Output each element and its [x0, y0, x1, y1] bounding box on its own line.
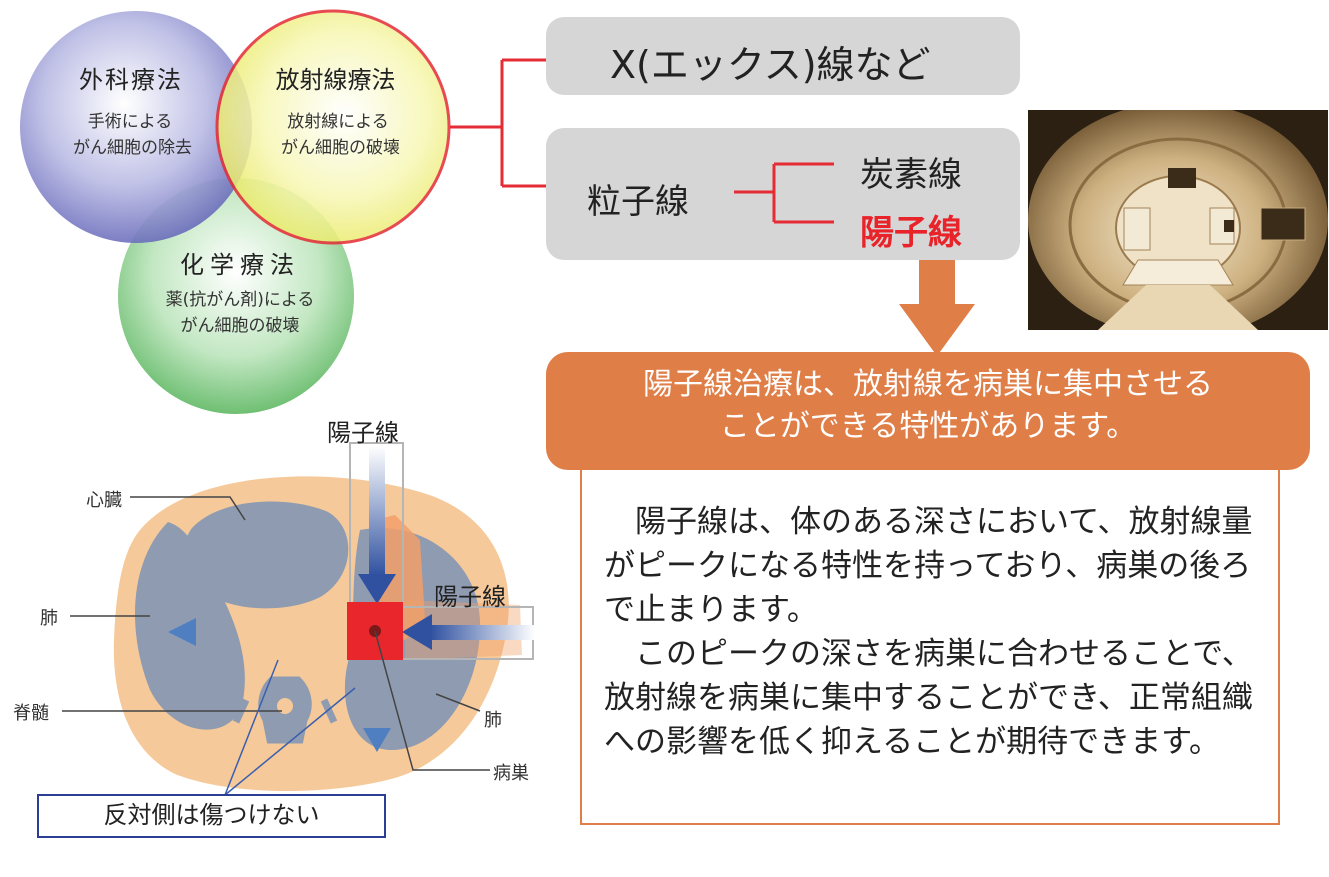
xray-box — [546, 17, 1020, 95]
chemo-sub1: 薬(抗がん剤)による — [165, 290, 315, 310]
proton-label: 陽子線 — [860, 213, 962, 253]
explanation-paragraph-1: 陽子線は、体のある深さにおいて、放射線量がピークになる特性を持っており、病巣の後… — [604, 504, 1253, 628]
surgery-sub1: 手術による — [87, 112, 173, 132]
proton-summary-banner: 陽子線治療は、放射線を病巣に集中させる ことができる特性があります。 — [546, 352, 1310, 470]
beam-top-label: 陽子線 — [327, 419, 399, 447]
radiation-title: 放射線療法 — [275, 66, 396, 94]
spinal-cord-label: 脊髄 — [13, 703, 49, 724]
down-arrow — [899, 260, 975, 356]
carbon-label: 炭素線 — [860, 155, 962, 195]
therapy-venn-diagram — [20, 9, 451, 414]
explanation-paragraph-2: このピークの深さを病巣に合わせることで、放射線を病巣に集中することができ、正常組… — [604, 636, 1253, 760]
heart-label: 心臓 — [86, 490, 122, 511]
opposite-side-label: 反対側は傷つけない — [103, 801, 320, 829]
opposite-side-box: 反対側は傷つけない — [37, 794, 386, 838]
chemo-title: 化学療法 — [180, 251, 300, 279]
surgery-sub2: がん細胞の除去 — [73, 138, 192, 158]
banner-line-2: ことができる特性があります。 — [719, 409, 1137, 444]
lung-left-label: 肺 — [40, 608, 58, 629]
heart-shape — [184, 501, 349, 609]
particle-label: 粒子線 — [587, 182, 689, 222]
treatment-room-photo — [1028, 110, 1328, 330]
lesion-label: 病巣 — [493, 763, 529, 784]
particle-branch-connector — [734, 162, 834, 224]
radiation-circle — [215, 9, 451, 245]
surgery-circle — [20, 11, 252, 243]
particle-box — [546, 128, 1020, 260]
body-cross-section-diagram — [62, 442, 535, 796]
radiation-sub2: がん細胞の破壊 — [281, 138, 400, 158]
radiation-branch-connector — [450, 58, 552, 188]
chemo-sub2: がん細胞の破壊 — [180, 316, 300, 336]
radiation-sub1: 放射線による — [287, 112, 389, 132]
explanation-box: 陽子線は、体のある深さにおいて、放射線量がピークになる特性を持っており、病巣の後… — [580, 468, 1280, 825]
beam-right-label: 陽子線 — [434, 583, 506, 611]
surgery-title: 外科療法 — [79, 66, 183, 94]
xray-label: X(エックス)線など — [610, 43, 931, 87]
banner-line-1: 陽子線治療は、放射線を病巣に集中させる — [643, 367, 1213, 402]
lung-right-label: 肺 — [484, 710, 502, 731]
